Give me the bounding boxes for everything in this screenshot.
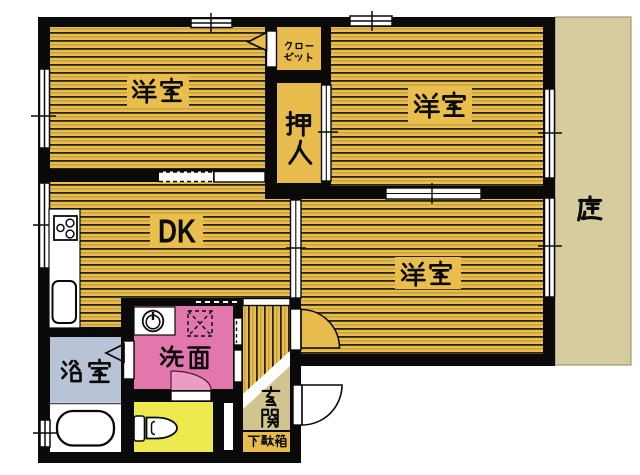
svg-text:DK: DK	[158, 213, 196, 250]
